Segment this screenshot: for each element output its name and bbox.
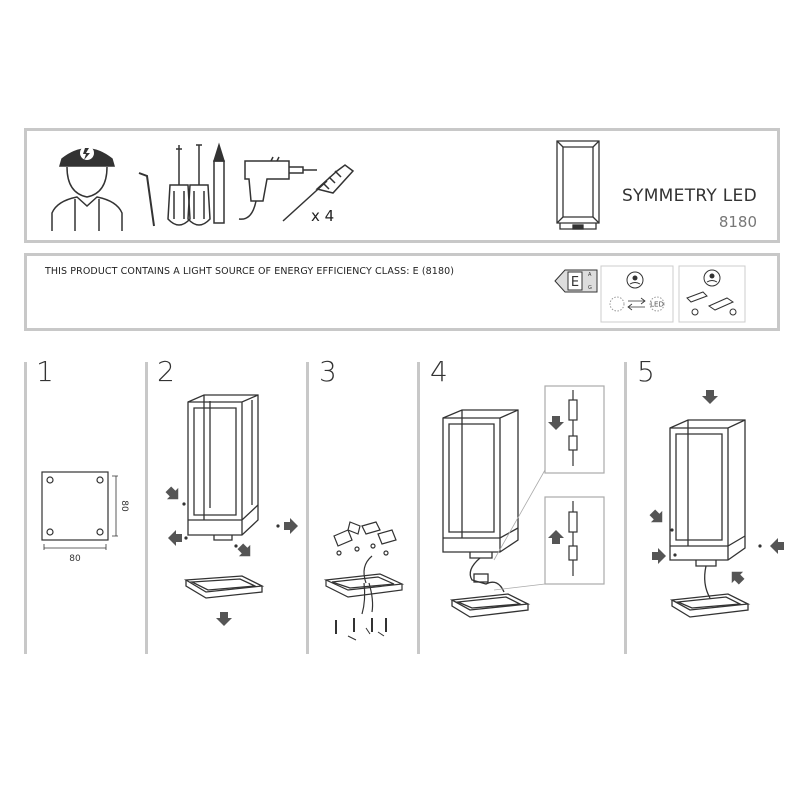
step-divider: [145, 362, 148, 654]
led-label: LED: [650, 301, 664, 309]
step-number-5: 5: [637, 355, 655, 388]
step-divider: [624, 362, 627, 654]
product-code: 8180: [718, 213, 757, 231]
step-4-lamp: [442, 409, 531, 618]
electrician-icon: [51, 146, 123, 231]
phillips-screwdriver-icon: [167, 145, 191, 226]
energy-scale-top: A: [588, 272, 592, 278]
drill-icon: [238, 156, 317, 220]
step-divider: [417, 362, 420, 654]
pencil-icon: [212, 142, 226, 224]
tools-illustration: [51, 140, 600, 231]
wall-plug-icon: [282, 164, 355, 222]
energy-efficiency-text: THIS PRODUCT CONTAINS A LIGHT SOURCE OF …: [45, 266, 455, 277]
energy-class-letter: E: [571, 275, 579, 290]
driver-replace-icon: [678, 265, 746, 323]
tools-panel: x 4 SYMMETRY LED 8180: [24, 128, 780, 243]
step-2-screws: [182, 502, 280, 548]
wall-plug-count: x 4: [311, 207, 335, 225]
step-number-2: 2: [157, 355, 175, 388]
step-3-wiring: [323, 521, 405, 641]
step-number-4: 4: [430, 355, 448, 388]
energy-panel: THIS PRODUCT CONTAINS A LIGHT SOURCE OF …: [24, 253, 780, 331]
allen-key-icon: [138, 172, 155, 227]
step-number-1: 1: [36, 355, 54, 388]
dimension-height-label: 80: [119, 500, 129, 512]
step-4-connector-detail: [493, 385, 605, 591]
step-divider: [306, 362, 309, 654]
light-source-replace-icon: LED: [600, 265, 674, 323]
step-5-lamp: [669, 419, 751, 618]
energy-label-icon: E A G: [554, 269, 598, 293]
step-divider: [24, 362, 27, 654]
step-2-lamp-body: [183, 394, 265, 599]
step-1-mounting-plate: [41, 471, 118, 550]
step-number-3: 3: [319, 355, 337, 388]
step-5-screws: [670, 528, 762, 557]
product-name: SYMMETRY LED: [621, 186, 757, 206]
energy-scale-bottom: G: [588, 285, 592, 291]
lamp-thumbnail: [556, 140, 600, 230]
dimension-width-label: 80: [69, 554, 81, 564]
flat-screwdriver-icon: [187, 144, 211, 226]
energy-icons: E A G LED: [554, 265, 746, 323]
